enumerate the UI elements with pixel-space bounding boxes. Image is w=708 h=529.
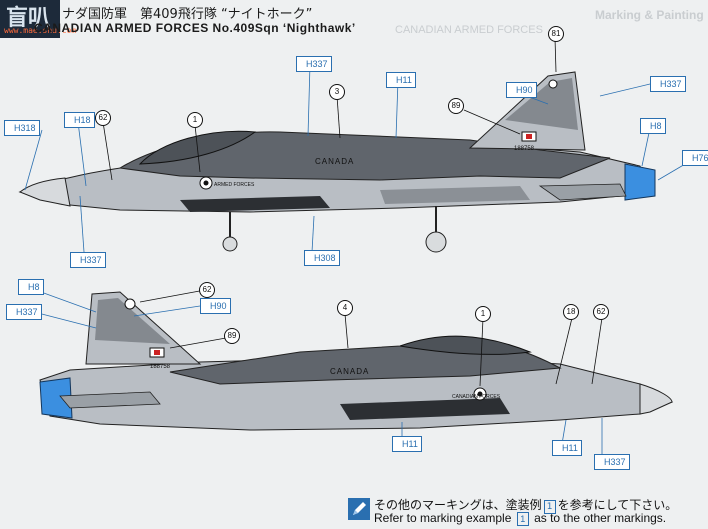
top-callout-3: 3: [329, 84, 345, 100]
bottom-tail-roundel: [124, 298, 136, 310]
bottom-callout-62-left: 62: [199, 282, 215, 298]
bottom-code-h8: H8: [18, 279, 44, 295]
example-badge-en: 1: [516, 512, 529, 526]
bottom-fuselage-text: CANADA: [330, 367, 369, 376]
note-english: Refer to marking example 1 as to the oth…: [374, 511, 667, 526]
bottom-callout-18: 18: [563, 304, 579, 320]
bottom-exhaust-nozzle: [39, 377, 73, 419]
top-code-h337-bottom: H337: [70, 252, 106, 268]
top-code-h8: H8: [640, 118, 666, 134]
bottom-callout-1: 1: [475, 306, 491, 322]
top-nose-cone: [19, 177, 71, 207]
bottom-code-h11-a: H11: [392, 436, 422, 452]
top-callout-89: 89: [448, 98, 464, 114]
top-code-h337-top: H337: [296, 56, 332, 72]
top-exhaust-nozzle: [624, 163, 656, 201]
bottom-code-h11-b: H11: [552, 440, 582, 456]
bottom-callout-89: 89: [224, 328, 240, 344]
top-code-h11-top: H11: [386, 72, 416, 88]
top-code-h318: H318: [4, 120, 40, 136]
bottom-code-h337-left: H337: [6, 304, 42, 320]
bottom-callout-62-right: 62: [593, 304, 609, 320]
top-code-h308: H308: [304, 250, 340, 266]
top-code-h90: H90: [506, 82, 537, 98]
top-fuselage-text: CANADA: [315, 157, 354, 166]
top-callout-1: 1: [187, 112, 203, 128]
background-subtitle: CANADIAN ARMED FORCES: [395, 24, 543, 36]
top-callout-62: 62: [95, 110, 111, 126]
example-badge-jp: 1: [543, 500, 556, 514]
title-english: CANADIAN ARMED FORCES No.409Sqn ‘Nightha…: [34, 21, 356, 35]
top-callout-81: 81: [548, 26, 564, 42]
bottom-code-h337-right: H337: [594, 454, 630, 470]
top-code-h18: H18: [64, 112, 95, 128]
bottom-tail-number: 188758: [150, 364, 171, 370]
top-code-h337-tail: H337: [650, 76, 686, 92]
bottom-side-text: CANADIAN FORCES: [452, 394, 501, 400]
bottom-nose-cone: [639, 383, 673, 415]
site-logo-text: 盲叭: [6, 6, 51, 31]
title-japanese: ナダ国防軍 第409飛行隊 “ナイトホーク”: [62, 7, 313, 22]
background-heading: Marking & Painting: [595, 8, 704, 22]
pencil-icon: [348, 498, 370, 520]
top-tail-roundel: [548, 79, 558, 89]
site-logo: 盲叭 www.mae.shu.com: [0, 0, 76, 38]
bottom-callout-4: 4: [337, 300, 353, 316]
bottom-code-h90: H90: [200, 298, 231, 314]
top-tail-number: 188758: [514, 146, 535, 152]
top-code-h76: H76: [682, 150, 708, 166]
bottom-canopy: [399, 335, 532, 355]
top-side-text: ARMED FORCES: [214, 182, 255, 188]
site-url: www.mae.shu.com: [4, 26, 77, 35]
